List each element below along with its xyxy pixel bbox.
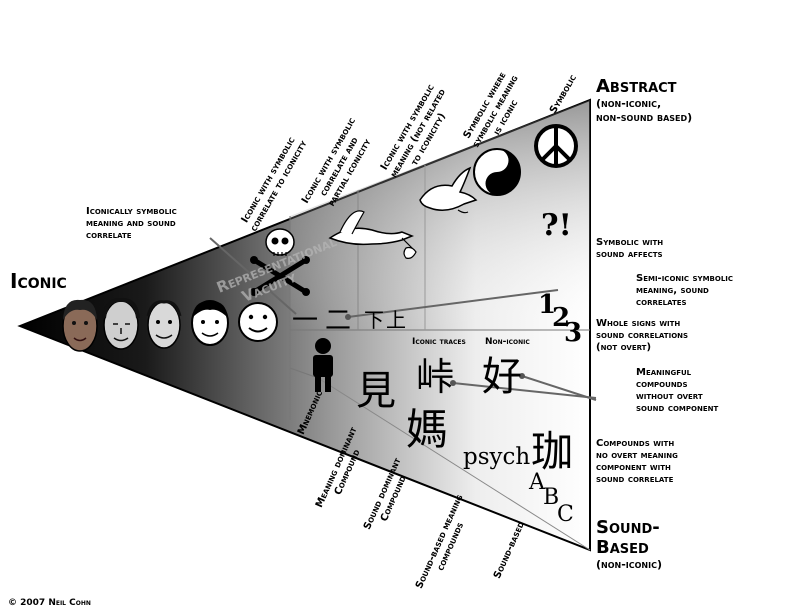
kanji-shita-glyph: 下 (364, 308, 384, 332)
label-symbolic-sound-affects: Symbolic with sound affects (596, 237, 664, 260)
divider-lower (289, 367, 319, 379)
standing-person-icon (313, 338, 333, 392)
face-sketch-icon (102, 297, 140, 350)
kanji-toge-glyph: 峠 (416, 355, 455, 399)
skull-crossbones-icon (250, 228, 310, 296)
abstract-corner: Abstract (non-iconic, non-sound based) (596, 77, 692, 125)
digit-two-glyph: 2 (552, 303, 571, 333)
digit-one-glyph: 1 (538, 290, 557, 320)
peace-sign-icon (534, 124, 578, 168)
kanji-ma-glyph: 媽 (406, 405, 449, 454)
abstract-sub-1: (non-iconic, (596, 97, 662, 110)
kanji-ichi-glyph: 一 (292, 306, 319, 336)
kanji-ka-glyph: 珈 (531, 427, 574, 476)
exclaim-glyph: ?! (541, 208, 572, 243)
face-cartoon-icon (191, 300, 229, 346)
letter-a-glyph: A (529, 470, 545, 495)
kanji-ue-glyph: 上 (386, 308, 406, 332)
letter-c-glyph: C (557, 502, 574, 527)
label-iconic-traces: Iconic traces (412, 337, 466, 347)
face-photo-icon (62, 299, 98, 352)
label-whole-signs: Whole signs with sound correlations (not… (596, 318, 689, 353)
leader-lines (209, 237, 597, 401)
label-meaningful-compounds: Meaningful compounds without overt sound… (636, 367, 719, 414)
leader-dot-semi-iconic (345, 314, 351, 320)
yin-yang-icon (473, 148, 521, 196)
kanji-mi-glyph: 見 (356, 368, 396, 414)
kanji-ni-glyph: 二 (325, 306, 352, 336)
label-non-iconic: Non-iconic (485, 337, 530, 347)
digit-three-glyph: 3 (564, 318, 583, 348)
leader-dot-toge (450, 380, 456, 386)
face-caricature-icon (146, 300, 182, 349)
smiley-face-icon (238, 302, 278, 342)
label-compounds-overt: Compounds with no overt meaning componen… (596, 438, 678, 485)
sound-based-corner: Sound- Based (non-iconic) (596, 518, 662, 572)
dove-icon (419, 166, 478, 214)
divider-diagonal (317, 377, 591, 551)
psych-word: psych (463, 444, 531, 470)
label-semi-iconic: Semi-iconic symbolic meaning, sound corr… (636, 273, 734, 308)
sound-based-sub: (non-iconic) (596, 558, 663, 571)
abstract-sub-2: non-sound based) (596, 111, 693, 124)
label-iconically-symbolic: Iconically symbolic meaning and sound co… (86, 206, 177, 241)
leader-dot-kou (519, 373, 525, 379)
kanji-kou-glyph: 好 (482, 354, 522, 400)
sound-based-title-1: Sound- (596, 517, 660, 538)
stork-icon (328, 210, 417, 259)
iconic-corner-title: Iconic (10, 269, 67, 293)
sound-based-title-2: Based (596, 537, 649, 558)
letter-b-glyph: B (543, 485, 560, 510)
copyright-credit: © 2007 Neil Cohn (8, 598, 91, 608)
abstract-title: Abstract (596, 76, 677, 97)
